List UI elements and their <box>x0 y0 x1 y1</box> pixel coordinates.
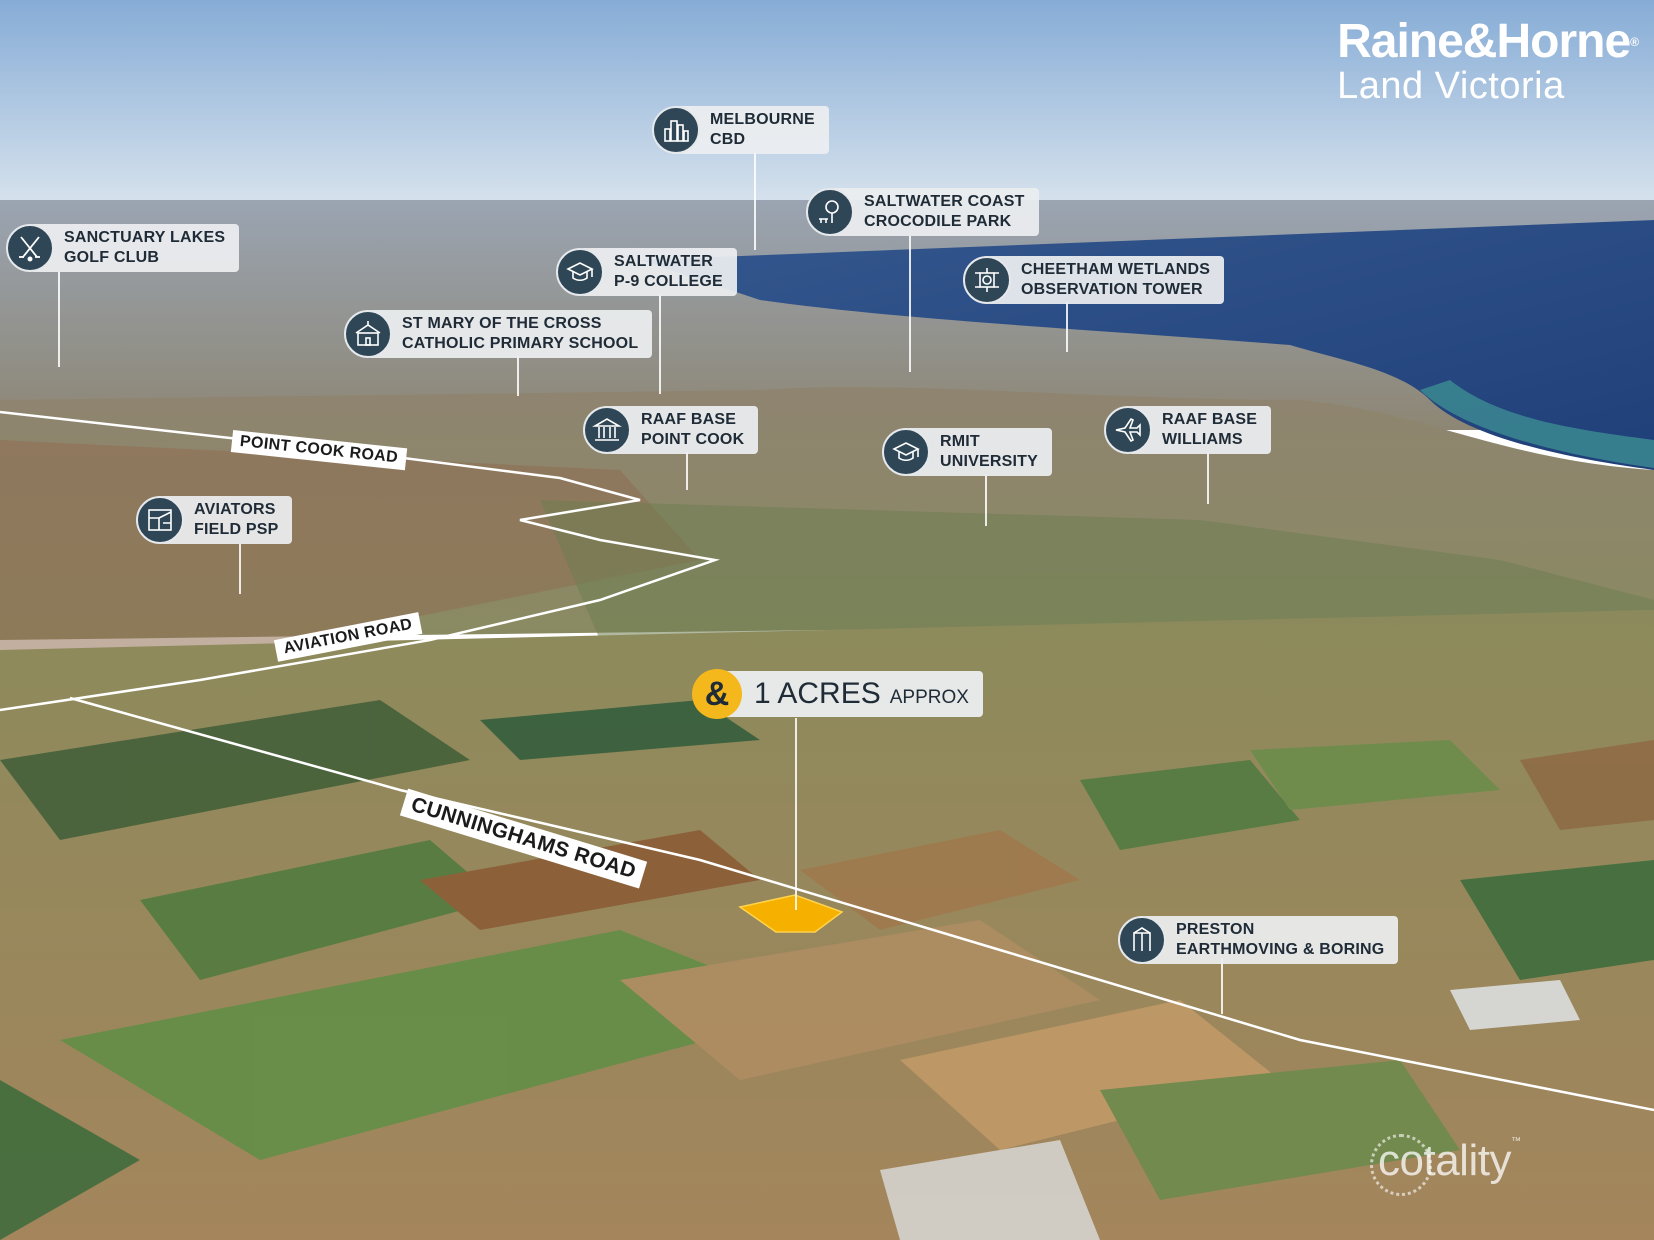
building-columns-icon <box>583 406 631 454</box>
brand-registered: ® <box>1630 35 1639 49</box>
ampersand-icon: & <box>692 669 742 719</box>
brand-logo: Raine&Horne® Land Victoria <box>1337 15 1639 107</box>
tower-icon <box>963 256 1011 304</box>
stem-saltwater-college <box>659 294 661 394</box>
property-size-callout[interactable]: & 1 ACRES APPROX <box>692 668 983 720</box>
watermark-trademark: ™ <box>1510 1136 1521 1147</box>
paddocks <box>0 700 1654 1240</box>
jet-icon <box>1104 406 1152 454</box>
drill-icon <box>1118 916 1166 964</box>
stem-hero <box>795 718 797 910</box>
graduation-cap-icon <box>556 248 604 296</box>
stem-st-mary <box>517 356 519 396</box>
stem-rmit <box>985 474 987 526</box>
subject-property-marker <box>738 894 844 933</box>
stem-aviators <box>239 544 241 594</box>
property-size-qualifier: APPROX <box>889 687 969 708</box>
park-icon <box>806 188 854 236</box>
stem-cheetham <box>1066 302 1068 352</box>
map-plan-icon <box>136 496 184 544</box>
school-icon <box>344 310 392 358</box>
city-icon <box>652 106 700 154</box>
stem-sanctuary-lakes <box>58 272 60 367</box>
stem-raaf-point-cook <box>686 452 688 490</box>
stem-preston <box>1221 958 1223 1014</box>
brand-name: Raine&Horne <box>1337 15 1631 68</box>
stem-saltwater-coast <box>909 236 911 372</box>
stem-raaf-williams <box>1207 452 1209 504</box>
graduation-cap-icon <box>882 428 930 476</box>
golf-icon <box>6 224 54 272</box>
port-phillip-bay <box>640 220 1654 470</box>
cotality-watermark: cotality™ <box>1370 1134 1521 1196</box>
road-line-cunninghams <box>69 696 1654 1112</box>
stem-melbourne-cbd <box>754 150 756 250</box>
cotality-logo-icon <box>1370 1134 1432 1196</box>
brand-subtitle: Land Victoria <box>1337 65 1565 107</box>
property-size: 1 ACRES <box>754 677 881 710</box>
